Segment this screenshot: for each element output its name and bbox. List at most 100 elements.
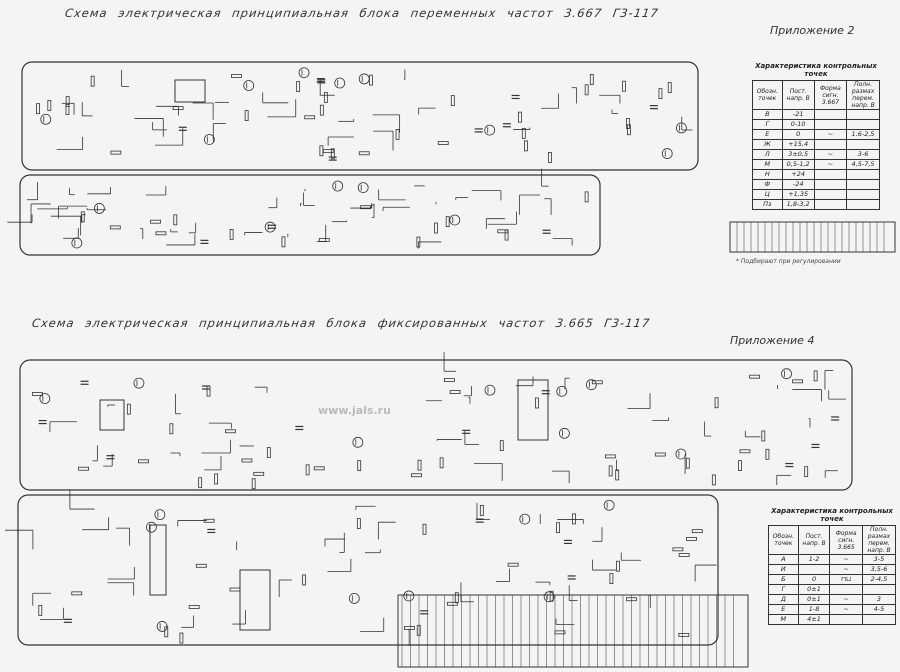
resistor	[241, 458, 253, 463]
bottom-control-points-table: Характеристика контрольных точек Обозн. …	[768, 507, 897, 625]
resistor	[479, 504, 484, 516]
ic-chip	[99, 399, 125, 431]
resistor	[626, 597, 637, 602]
resistor	[792, 379, 803, 384]
column-header: Форма сигн. 3.665	[829, 525, 863, 555]
resistor	[549, 590, 554, 602]
resistor	[434, 222, 438, 234]
transistor	[264, 221, 276, 233]
resistor	[253, 471, 265, 476]
table-cell: 4-5	[861, 604, 897, 615]
top-scheme-title: Схема электрическая принципиальная блока…	[64, 6, 660, 20]
resistor	[616, 560, 620, 572]
resistor	[497, 229, 509, 234]
resistor	[554, 630, 566, 635]
table-cell: Б	[768, 574, 799, 585]
resistor	[80, 211, 85, 223]
resistor	[65, 104, 70, 115]
resistor	[714, 397, 719, 409]
resistor	[195, 563, 207, 568]
connector-table	[729, 221, 896, 253]
transistor	[243, 80, 255, 91]
resistor	[78, 466, 89, 471]
resistor	[155, 231, 167, 236]
resistor	[138, 459, 149, 464]
transistor	[352, 436, 364, 448]
resistor	[126, 403, 131, 415]
table-cell: А	[768, 554, 799, 565]
resistor	[319, 145, 324, 157]
resistor	[358, 151, 370, 156]
column-header: Форма сигн. 3.667	[813, 80, 848, 110]
table-cell	[829, 584, 863, 595]
resistor	[499, 440, 504, 451]
resistor	[225, 429, 236, 434]
resistor	[572, 513, 576, 525]
table-cell: 0	[797, 574, 831, 585]
resistor	[357, 460, 362, 471]
resistor	[179, 632, 184, 644]
table-row: Ф-24	[752, 179, 880, 190]
resistor	[454, 592, 459, 604]
table-cell: ~	[829, 604, 863, 615]
transistor	[781, 368, 792, 380]
resistor	[198, 477, 203, 489]
table-cell	[846, 109, 880, 120]
resistor	[203, 518, 215, 523]
table-cell: В	[752, 109, 783, 120]
column-header: Обозн. точек	[752, 80, 783, 110]
resistor	[591, 380, 603, 385]
resistor	[244, 110, 249, 121]
board-outline	[21, 61, 699, 171]
table-cell: -24	[781, 179, 815, 190]
table-cell: Е	[752, 129, 783, 140]
column-header: Полн. размах перем. напр. В	[861, 525, 897, 555]
resistor	[302, 574, 306, 586]
transistor	[358, 73, 370, 85]
table-cell: 0±1	[797, 584, 831, 595]
transistor	[585, 379, 597, 391]
table-cell: 3-5	[861, 554, 897, 565]
resistor	[608, 465, 613, 477]
table-cell: ~	[813, 129, 848, 140]
resistor	[678, 553, 690, 557]
column-header: Полн. размах перем. напр. В	[846, 80, 880, 110]
table-cell: ~	[829, 554, 863, 565]
transistor	[603, 499, 615, 511]
transistor	[203, 134, 215, 145]
transistor	[154, 509, 166, 521]
resistor	[229, 228, 234, 240]
resistor	[65, 96, 70, 108]
resistor	[739, 449, 751, 454]
table-cell: М	[768, 614, 799, 625]
resistor	[150, 219, 162, 224]
connector-table	[397, 594, 749, 668]
resistor	[110, 150, 122, 155]
resistor	[36, 103, 40, 115]
table-cell	[813, 189, 848, 200]
column-header: Пост. напр. В	[797, 525, 831, 555]
resistor	[411, 473, 422, 478]
resistor	[330, 148, 335, 160]
table-row: Ц+1,35	[752, 189, 880, 200]
table-cell: 3±0,5	[781, 149, 815, 160]
resistor	[404, 625, 415, 630]
bottom-scheme-appendix: Приложение 4	[730, 334, 815, 347]
resistor	[188, 605, 200, 609]
transistor	[133, 377, 145, 389]
resistor	[109, 225, 121, 230]
ic-chip	[239, 569, 271, 631]
resistor	[369, 74, 373, 86]
resistor	[164, 626, 169, 638]
resistor	[524, 140, 528, 152]
resistor	[169, 423, 174, 435]
table-cell: 0±1	[797, 594, 831, 605]
resistor	[518, 111, 522, 123]
resistor	[627, 124, 631, 136]
